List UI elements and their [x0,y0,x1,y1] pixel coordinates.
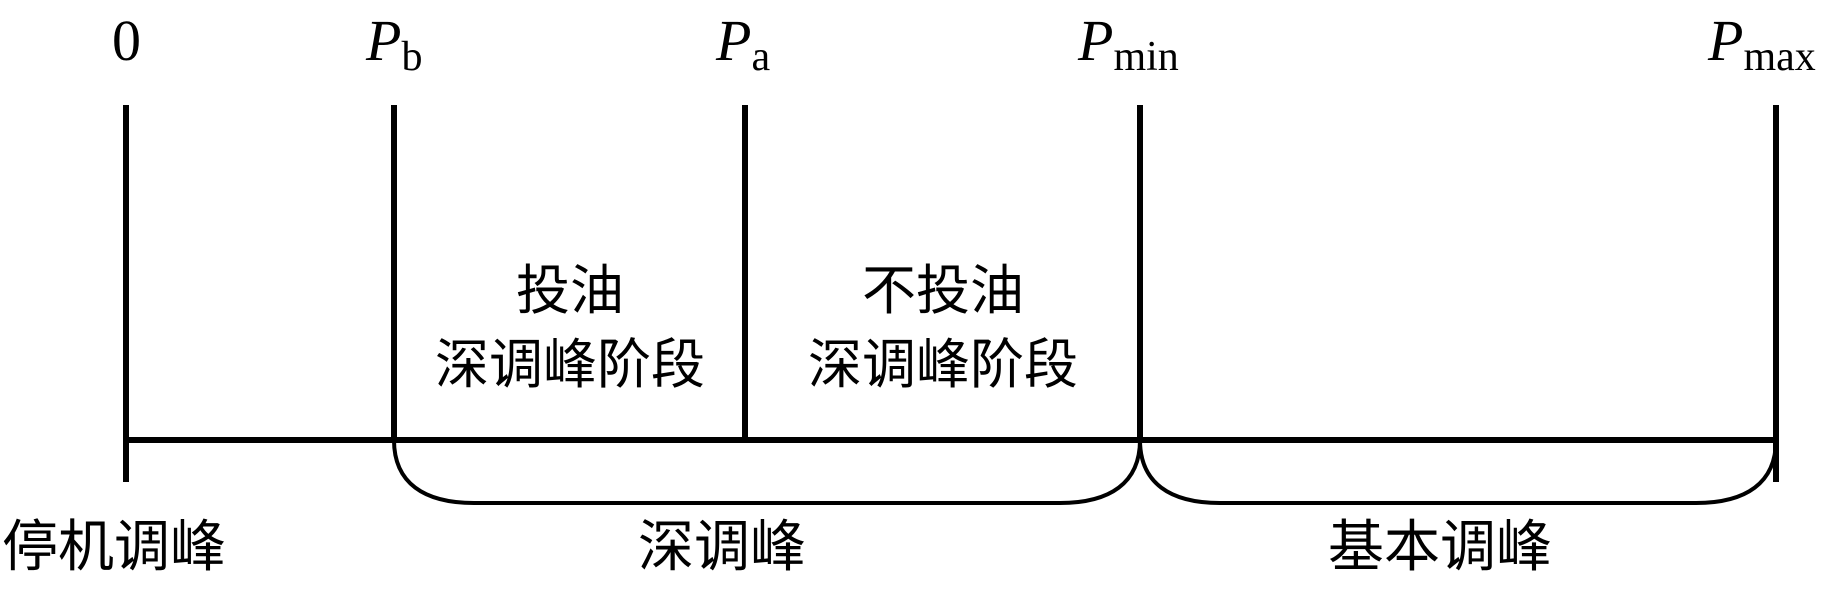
tick-symbol: P [1708,8,1744,73]
region-label-deep: 深调峰 [638,515,806,580]
tick-label-pmax: Pmax [1708,12,1816,79]
brace-basic [1138,439,1778,505]
tick-label-pa: Pa [716,12,770,79]
stage-label-line2: 深调峰阶段 [435,333,705,396]
region-label-shutdown: 停机调峰 [2,515,226,580]
region-label-basic: 基本调峰 [1328,515,1552,580]
tick-subscript: b [401,34,423,80]
stage-label-oil: 投油 深调峰阶段 [396,254,744,402]
stage-label-line1: 不投油 [862,259,1024,322]
brace-deep [392,439,1142,505]
tick-symbol: P [1078,8,1114,73]
tick-symbol: P [366,8,402,73]
tick-label-pb: Pb [366,12,422,79]
tick-label-zero: 0 [112,12,141,70]
tick-label-pmin: Pmin [1078,12,1179,79]
tick-subscript: min [1113,34,1179,80]
tick-symbol: 0 [112,8,141,73]
tick-symbol: P [716,8,752,73]
stage-label-line2: 深调峰阶段 [808,333,1078,396]
stage-label-line1: 投油 [516,259,624,322]
stage-label-no-oil: 不投油 深调峰阶段 [746,254,1140,402]
tick-subscript: a [751,34,771,80]
tick-subscript: max [1743,34,1816,80]
